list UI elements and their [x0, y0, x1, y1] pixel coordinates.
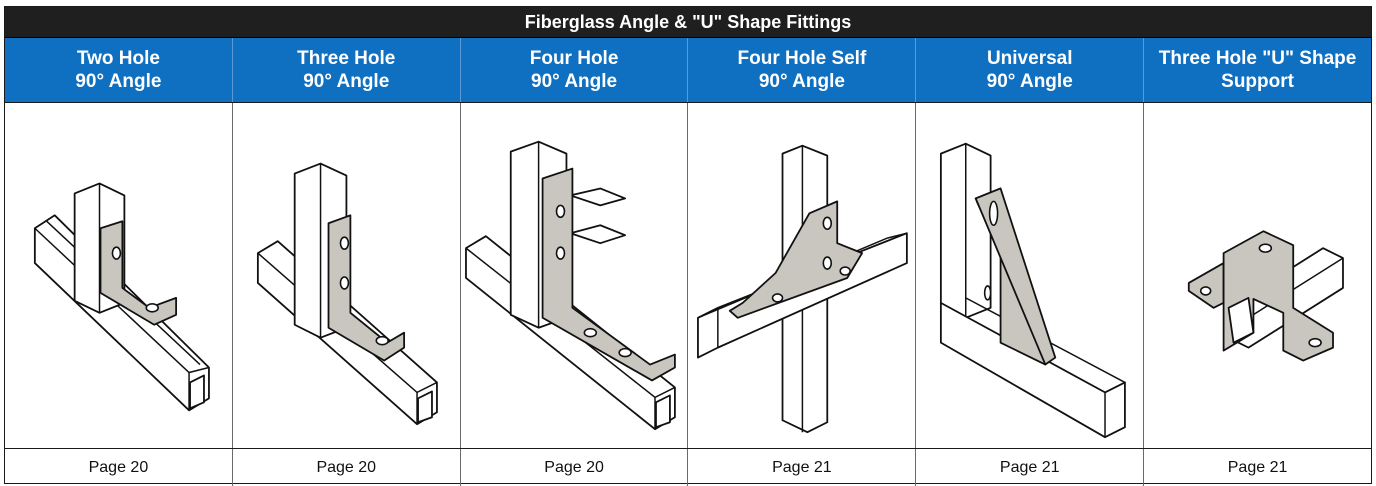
header-two-hole: Two Hole 90° Angle [5, 38, 233, 102]
header-three-hole: Three Hole 90° Angle [233, 38, 461, 102]
image-cell [688, 103, 917, 448]
header-u-shape: Three Hole "U" Shape Support [1144, 38, 1371, 102]
three-hole-u-shape-support-fitting-icon [1188, 230, 1345, 362]
three-hole-90-angle-fitting-icon [256, 162, 438, 426]
header-line1: Four Hole [529, 48, 619, 69]
page-ref: Page 21 [1227, 458, 1288, 476]
page-ref: Page 20 [461, 449, 689, 486]
header-line2: 90° Angle [986, 71, 1073, 92]
header-line2: 90° Angle [303, 71, 390, 92]
header-line2: 90° Angle [758, 71, 845, 92]
fittings-table: Fiberglass Angle & "U" Shape Fittings Tw… [4, 6, 1372, 486]
header-four-hole-self: Four Hole Self 90° Angle [688, 38, 917, 102]
table-title: Fiberglass Angle & "U" Shape Fittings [5, 7, 1371, 38]
image-cell [5, 103, 233, 448]
four-hole-90-angle-fitting-icon [464, 140, 676, 431]
header-line1: Three Hole "U" Shape [1158, 48, 1357, 69]
header-line1: Three Hole [297, 48, 396, 69]
header-line2: Support [1221, 71, 1294, 92]
header-line1: Two Hole [76, 48, 160, 69]
page-row: Page 20 Page 20 Page 20 Page 21 Page 21 … [5, 449, 1371, 486]
page-ref: Page 20 [233, 449, 461, 486]
image-cell [1144, 103, 1371, 448]
header-universal: Universal 90° Angle [916, 38, 1145, 102]
header-line2: 90° Angle [531, 71, 618, 92]
universal-90-angle-fitting-icon [940, 142, 1127, 439]
page-ref: Page 21 [688, 449, 917, 486]
page-ref: Page 20 [5, 449, 233, 486]
header-line2: 90° Angle [75, 71, 162, 92]
image-cell [233, 103, 461, 448]
header-line1: Universal [986, 48, 1073, 69]
page-ref: Page 21 [916, 449, 1145, 486]
image-row [5, 102, 1371, 449]
image-cell [461, 103, 689, 448]
four-hole-self-90-angle-fitting-icon [697, 144, 909, 434]
header-row: Two Hole 90° Angle Three Hole 90° Angle … [5, 38, 1371, 102]
image-cell [916, 103, 1145, 448]
two-hole-90-angle-fitting-icon [33, 182, 210, 412]
header-four-hole: Four Hole 90° Angle [461, 38, 689, 102]
header-line1: Four Hole Self [737, 48, 867, 69]
